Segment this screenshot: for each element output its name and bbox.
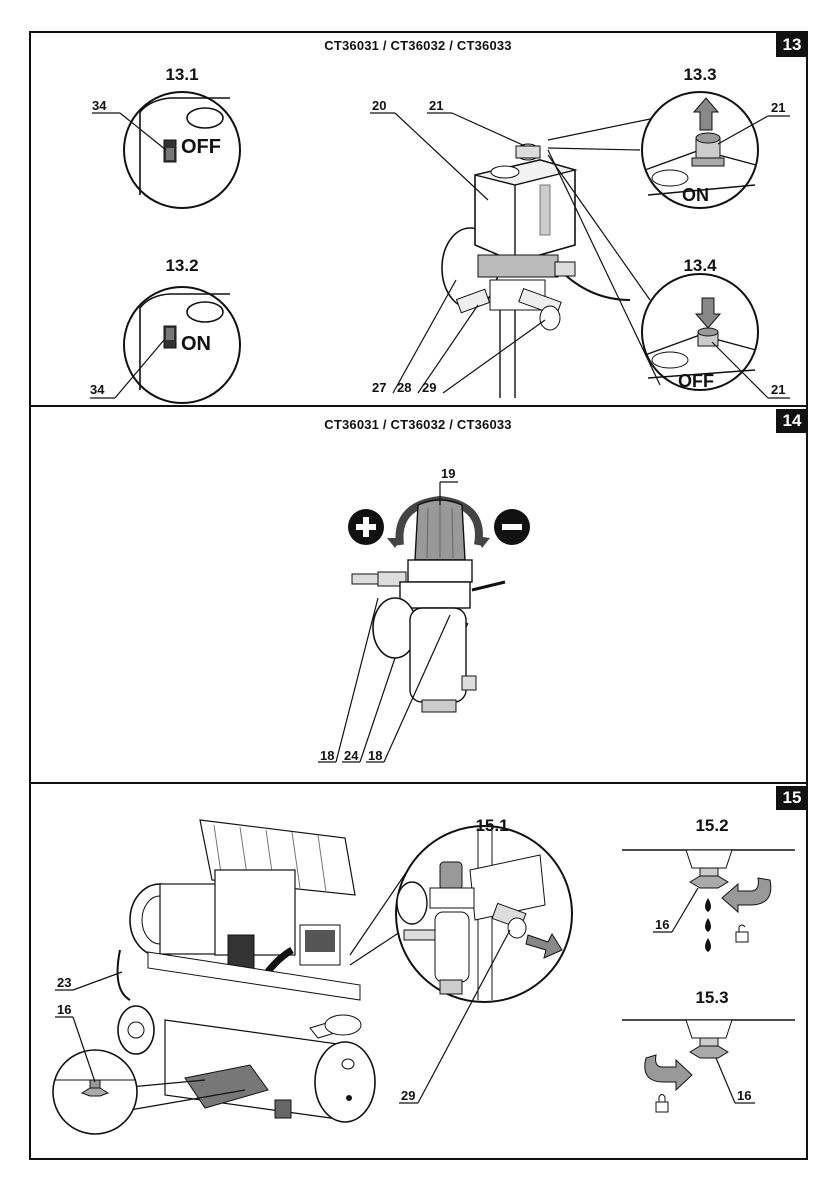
drain-close-detail: [622, 1020, 795, 1112]
callout-label: 19: [441, 466, 455, 481]
drain-open-detail: [622, 850, 795, 952]
subfigure-label: 15.2: [682, 816, 742, 836]
pressure-regulator-illustration: [348, 500, 530, 712]
subfigure-label: 13.2: [152, 256, 212, 276]
callout-label: 23: [57, 975, 71, 990]
switch-state-label: OFF: [181, 136, 221, 159]
subfigure-label: 13.4: [670, 256, 730, 276]
callout-label: 18: [320, 748, 334, 763]
model-numbers: CT36031 / CT36032 / CT36033: [218, 417, 618, 432]
subfigure-label: 15.3: [682, 988, 742, 1008]
switch-state-label: OFF: [678, 371, 714, 392]
callout-label: 21: [771, 100, 785, 115]
figure-number: 13: [776, 33, 808, 57]
callout-label: 20: [372, 98, 386, 113]
drain-valve-inset: [53, 1050, 137, 1134]
callout-label: 16: [655, 917, 669, 932]
figure-number: 14: [776, 409, 808, 433]
pressure-switch-illustration: [442, 144, 630, 398]
callout-label: 34: [92, 98, 106, 113]
callout-label: 16: [57, 1002, 71, 1017]
subfigure-label: 13.1: [152, 65, 212, 85]
model-numbers: CT36031 / CT36032 / CT36033: [218, 38, 618, 53]
regulator-inset: [396, 826, 572, 1002]
figure-number: 15: [776, 786, 808, 810]
callout-label: 27: [372, 380, 386, 395]
callout-label: 18: [368, 748, 382, 763]
callout-label: 24: [344, 748, 358, 763]
subfigure-label: 13.3: [670, 65, 730, 85]
callout-label: 28: [397, 380, 411, 395]
switch-state-label: ON: [181, 333, 211, 356]
callout-label: 34: [90, 382, 104, 397]
compressor-illustration: [118, 820, 375, 1122]
callout-label: 16: [737, 1088, 751, 1103]
subfigure-label: 15.1: [462, 816, 522, 836]
callout-label: 21: [771, 382, 785, 397]
callout-label: 21: [429, 98, 443, 113]
callout-label: 29: [401, 1088, 415, 1103]
switch-state-label: ON: [682, 185, 709, 206]
callout-label: 29: [422, 380, 436, 395]
